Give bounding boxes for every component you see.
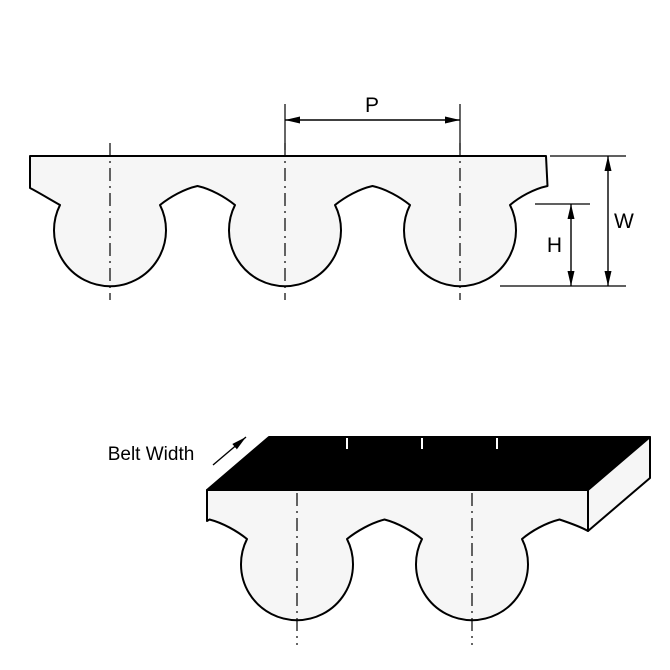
belt-width-arrow [212,436,247,466]
dimension-belt-thickness: W [500,155,634,287]
dimension-label-p: P [365,94,379,117]
belt-front-profile [206,489,589,622]
belt-width-label: Belt Width [108,444,195,465]
dimension-label-h: H [547,234,562,257]
isometric-view: Belt Width [108,436,651,645]
belt-width-callout: Belt Width [108,436,247,466]
dimension-label-w: W [614,210,634,233]
dimension-tooth-height: H [535,203,590,286]
dimension-pitch: P [284,94,461,150]
belt-profile-outline [29,155,549,288]
belt-top-face [206,436,651,491]
profile-view: P W H [29,94,634,300]
